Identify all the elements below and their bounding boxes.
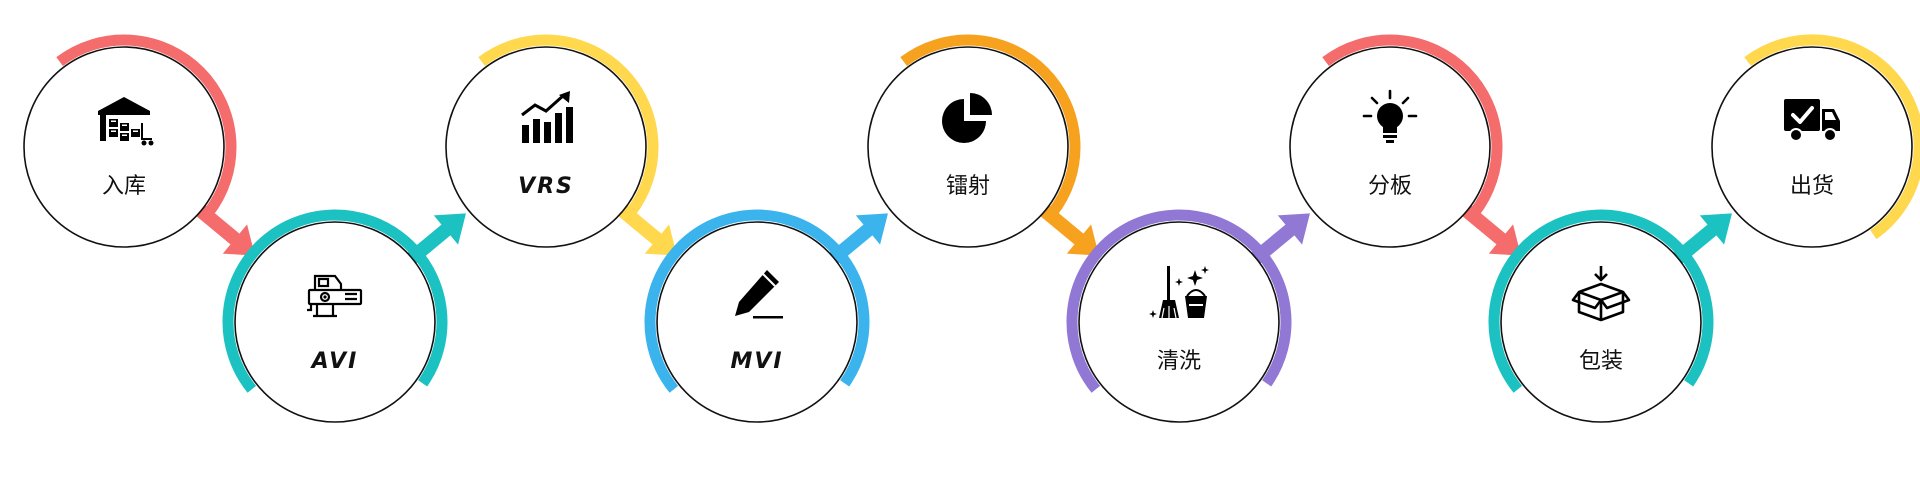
step-circle (1711, 46, 1913, 248)
process-step-8: 包装 (1488, 209, 1714, 423)
step-accent-ring (56, 34, 237, 217)
step-circle (656, 221, 858, 423)
connector-arrow-5-to-6 (1038, 204, 1099, 256)
step-accent-ring (1322, 34, 1503, 217)
connector-arrow-3-to-4 (616, 204, 677, 256)
process-step-3: VRS (445, 34, 659, 248)
step-accent-ring (222, 209, 448, 393)
process-step-6: 清洗 (1066, 209, 1292, 423)
step-accent-ring (1066, 209, 1292, 393)
step-label: 出货 (1790, 174, 1834, 199)
step-circle (1500, 221, 1702, 423)
step-circle (445, 46, 647, 248)
step-circle (1289, 46, 1491, 248)
step-label: 镭射 (946, 174, 990, 199)
step-label: 分板 (1368, 174, 1412, 199)
connector-arrow-1-to-2 (194, 204, 255, 256)
connector-arrows (194, 204, 1732, 265)
step-accent-ring (644, 209, 870, 393)
step-accent-ring (1488, 209, 1714, 393)
step-label: 清洗 (1157, 349, 1201, 374)
step-circle (1078, 221, 1280, 423)
step-label: AVI (310, 349, 359, 374)
process-step-4: MVI (644, 209, 870, 423)
step-accent-ring (900, 34, 1081, 217)
process-step-7: 分板 (1289, 34, 1503, 248)
step-label: VRS (518, 174, 574, 199)
step-label: 包装 (1579, 349, 1623, 374)
process-step-9: 出货 (1711, 34, 1920, 248)
process-step-5: 镭射 (867, 34, 1081, 248)
step-circle (234, 221, 436, 423)
step-circle (23, 46, 225, 248)
step-circle (867, 46, 1069, 248)
step-label: 入库 (102, 174, 146, 199)
step-accent-ring (1744, 34, 1920, 240)
process-step-2: AVI (222, 209, 448, 423)
process-step-1: 入库 (23, 34, 237, 248)
step-label: MVI (730, 349, 783, 374)
step-accent-ring (478, 34, 659, 217)
connector-arrow-7-to-8 (1460, 204, 1521, 256)
